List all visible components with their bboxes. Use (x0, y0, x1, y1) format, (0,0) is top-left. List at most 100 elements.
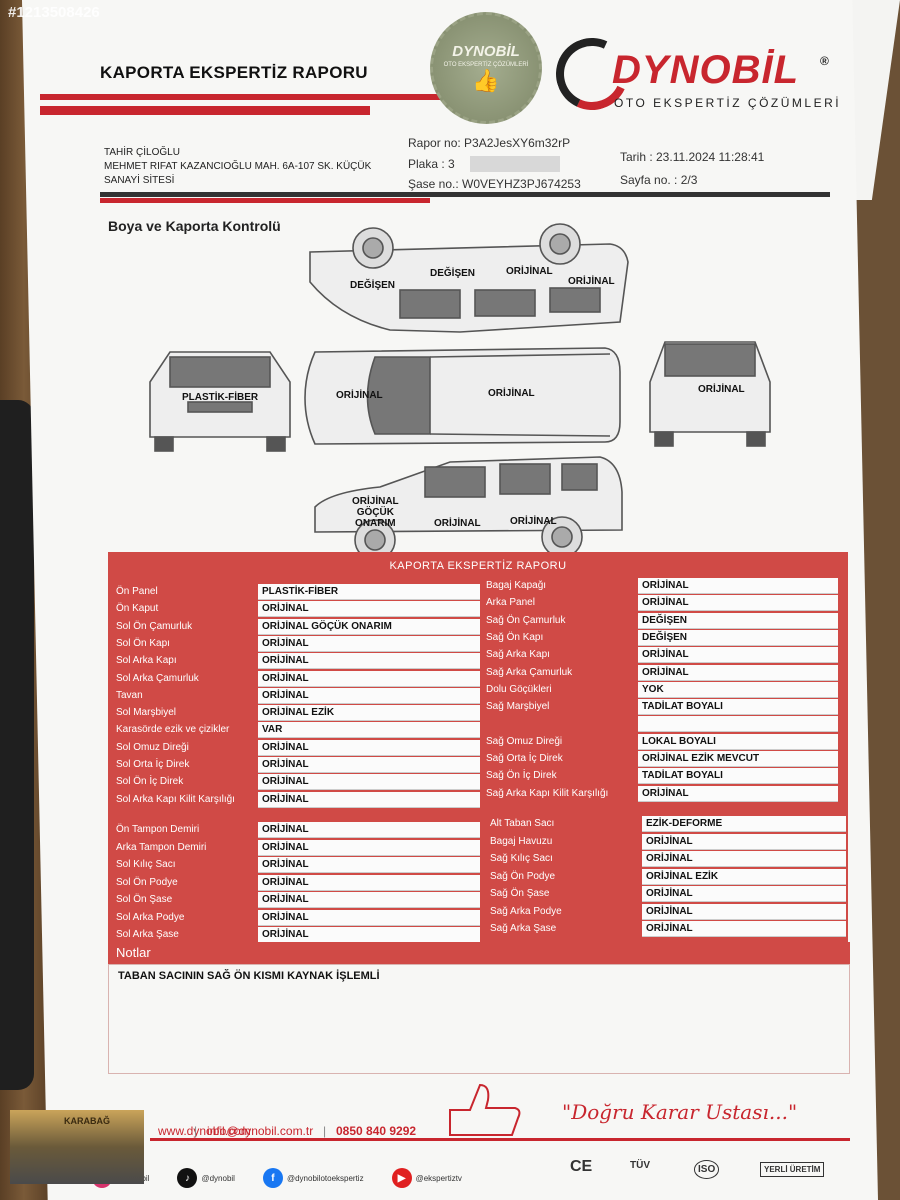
report-date: Tarih : 23.11.2024 11:28:41 (620, 150, 765, 164)
website-link[interactable]: www.dynobil.com (158, 1124, 251, 1138)
panel-title: KAPORTA EKSPERTİZ RAPORU (389, 560, 567, 572)
row-value: ORİJİNAL (258, 670, 480, 687)
plate-redaction (470, 156, 560, 172)
header-red-bar (40, 94, 510, 100)
row-value: ORİJİNAL (638, 664, 838, 681)
row-label: Sol Ön İç Direk (116, 776, 184, 788)
tuv-badge: TÜV (630, 1160, 650, 1171)
label-hood: ORİJİNAL (336, 390, 383, 401)
tiktok-icon: ♪ (177, 1168, 198, 1188)
row-value: ORİJİNAL (258, 687, 480, 704)
brand-tagline: OTO EKSPERTİZ ÇÖZÜMLERİ (614, 96, 842, 110)
listing-id: #1213508426 (8, 4, 100, 21)
row-value: ORİJİNAL (638, 578, 838, 594)
social-item[interactable]: f@dynobilotoekspertiz (262, 1168, 364, 1188)
row-value: ORİJİNAL (258, 774, 480, 791)
row-value: ORİJİNAL (642, 921, 846, 937)
row-label: Sol Arka Kapı (116, 655, 177, 667)
row-label: Bagaj Havuzu (490, 835, 553, 847)
row-value: ORİJİNAL (258, 857, 480, 873)
row-label: Sağ Kılıç Sacı (490, 853, 553, 864)
seal-brand: DYNOBİL (452, 42, 520, 60)
row-value: ORİJİNAL (642, 903, 846, 920)
row-value: LOKAL BOYALI (638, 733, 838, 750)
page-number: Sayfa no. : 2/3 (620, 173, 698, 187)
row-value (638, 716, 838, 733)
row-label: Sağ Ön Şase (490, 888, 550, 899)
brand-logo: DYNOBİL (612, 48, 799, 92)
notes-box (108, 964, 850, 1074)
label-rear: ORİJİNAL (698, 384, 745, 395)
seal-subtitle: OTO EKSPERTİZ ÇÖZÜMLERİ (443, 61, 529, 68)
row-value: ORİJİNAL (258, 909, 480, 926)
car-rear-view (649, 341, 771, 447)
label-top-degisen-1: DEĞİŞEN (430, 268, 476, 279)
dynobil-seal: DYNOBİL OTO EKSPERTİZ ÇÖZÜMLERİ 👍 (430, 12, 542, 124)
row-value: ORİJİNAL (258, 822, 480, 838)
social-handle: @dynobil (201, 1173, 235, 1183)
car-diagram (149, 223, 771, 561)
footer-red-line (150, 1138, 850, 1141)
row-label: Sol Ön Podye (116, 876, 178, 888)
row-label: Tavan (116, 689, 143, 701)
row-label: Sağ Omuz Direği (486, 735, 563, 747)
footer-separator-2: | (323, 1124, 327, 1138)
row-value: VAR (258, 722, 480, 739)
social-item[interactable]: ♪@dynobil (177, 1168, 235, 1188)
row-value: ORİJİNAL (642, 833, 846, 850)
car-roof-view (304, 347, 621, 445)
row-label: Sağ Arka Kapı Kilit Karşılığı (486, 787, 609, 799)
row-label: Sağ Arka Podye (490, 905, 562, 917)
row-label: Arka Panel (486, 597, 535, 609)
row-value: ORİJİNAL (258, 601, 480, 618)
row-label: Dolu Göçükleri (486, 683, 552, 695)
row-label: Arka Tampon Demiri (116, 841, 207, 853)
garage-photo (10, 1110, 144, 1184)
report-number: Rapor no: P3A2JesXY6m32rP (408, 136, 571, 150)
divider-dark (100, 192, 830, 197)
social-item[interactable]: ▶@ekspertiztv (391, 1168, 462, 1188)
row-label: Sağ Arka Kapı (486, 649, 550, 661)
row-label: Ön Panel (116, 586, 158, 597)
email-link[interactable]: info@dynobil.com.tr (207, 1124, 314, 1138)
row-value: ORİJİNAL (638, 647, 838, 664)
notes-text: TABAN SACININ SAĞ ÖN KISMI KAYNAK İŞLEML… (118, 970, 380, 982)
social-handle: @ekspertiztv (415, 1173, 462, 1183)
row-value: ORİJİNAL (258, 927, 480, 943)
notes-heading: Notlar (108, 942, 850, 964)
row-label: Sol Arka Kapı Kilit Karşılığı (116, 793, 235, 805)
label-side-fender: ORİJİNAL GÖÇÜK ONARIM (352, 496, 399, 529)
row-value: ORİJİNAL GÖÇÜK ONARIM (258, 618, 480, 635)
facebook-icon: f (262, 1168, 283, 1188)
row-label: Ön Kaput (116, 603, 159, 615)
row-value: TADİLAT BOYALI (638, 699, 838, 716)
row-value: ORİJİNAL (258, 874, 480, 891)
divider-red (100, 198, 430, 203)
label-top-degisen-2: DEĞİŞEN (350, 280, 396, 291)
row-label: Sol Omuz Direği (116, 741, 189, 753)
label-side-rear: ORİJİNAL (510, 516, 557, 527)
row-label: Sol Ön Şase (116, 894, 173, 905)
footer-separator: | (194, 1124, 198, 1138)
label-side-fender-1: ORİJİNAL (352, 496, 399, 507)
garage-sign: KARABAĞ (64, 1116, 110, 1126)
label-side-fender-3: ONARIM (355, 518, 396, 529)
row-value: ORİJİNAL EZİK (258, 705, 480, 722)
phone-number[interactable]: 0850 840 9292 (336, 1124, 417, 1138)
thumbs-up-icon (449, 1083, 521, 1136)
row-label: Sağ Arka Çamurluk (486, 666, 573, 678)
row-label: Sağ Marşbiyel (486, 701, 550, 713)
row-label: Ön Tampon Demiri (116, 824, 200, 835)
car-top-side-view (309, 223, 629, 333)
chassis-number: Şase no.: W0VEYHZ3PJ674253 (408, 177, 581, 191)
row-label: Sağ Orta İç Direk (486, 753, 563, 764)
ce-badge: CE (570, 1158, 593, 1175)
row-value: ORİJİNAL EZİK MEVCUT (638, 751, 838, 767)
row-value: ORİJİNAL (638, 595, 838, 612)
youtube-icon: ▶ (391, 1168, 412, 1188)
row-value: YOK (638, 681, 838, 698)
plate: Plaka : 3 (408, 157, 455, 171)
row-value: TADİLAT BOYALI (638, 768, 838, 785)
owner-name: TAHİR ÇİLOĞLU (104, 147, 180, 158)
row-value: ORİJİNAL (258, 892, 480, 908)
